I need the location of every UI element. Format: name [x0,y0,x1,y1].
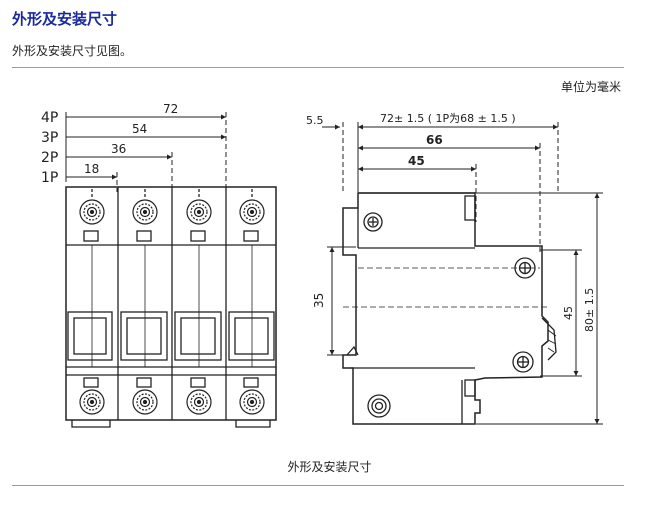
width-label-18: 18 [84,162,99,176]
dim-66: 66 [426,133,443,147]
front-view [65,112,277,428]
side-screw-lower-right [512,351,534,373]
section-title: 外形及安装尺寸 [12,10,118,28]
bottom-divider [12,485,624,486]
dim-35: 35 [312,293,326,308]
front-dimension-lines [65,112,227,192]
pole-label-1p: 1P [41,170,58,186]
width-label-54: 54 [132,122,147,136]
side-screw-upper-right [514,257,536,279]
side-view [322,122,603,425]
dim-45-vertical: 45 [562,306,575,320]
pole-label-4p: 4P [41,110,58,126]
pole-label-3p: 3P [41,130,58,146]
unit-note: 单位为毫米 [560,80,621,94]
side-dimension-lines [322,122,603,425]
intro-text: 外形及安装尺寸见图。 [12,44,133,58]
side-screw-top [363,212,383,232]
figure-caption: 外形及安装尺寸 [287,460,372,474]
pole-3 [174,189,222,415]
width-label-36: 36 [111,142,126,156]
pole-2 [120,189,168,415]
pole-4 [228,189,275,415]
top-divider [12,67,624,68]
dim-45: 45 [408,154,425,168]
pole-label-2p: 2P [41,150,58,166]
width-label-72: 72 [163,102,178,116]
pole-1 [67,189,113,415]
dim-overall-width: 72± 1.5 ( 1P为68 ± 1.5 ) [380,112,516,125]
side-screw-bottom [367,394,391,418]
dim-80: 80± 1.5 [583,288,596,332]
dim-5-5: 5.5 [306,114,324,127]
